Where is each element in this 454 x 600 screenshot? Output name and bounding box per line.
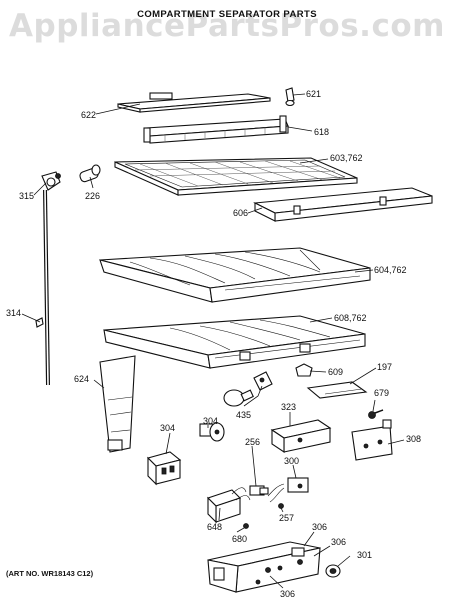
part-624-panel (99, 355, 136, 453)
callout-679: 679 (374, 388, 389, 398)
diagram-title: COMPARTMENT SEPARATOR PARTS (137, 9, 317, 20)
part-608-separator (103, 315, 366, 369)
part-435-socket (253, 371, 273, 391)
part-304-switch-left (146, 451, 182, 486)
callout-306-top: 306 (312, 522, 327, 532)
part-257-screw (278, 503, 284, 509)
part-435-bulb (223, 389, 254, 407)
callout-624: 624 (74, 374, 89, 384)
part-256-connector (249, 485, 269, 496)
part-306-console (207, 541, 321, 593)
callout-609: 609 (328, 367, 343, 377)
part-301-knob (325, 564, 341, 578)
part-603-shelf (114, 157, 358, 196)
part-609-grommet (295, 363, 313, 377)
part-604-separator (99, 247, 371, 303)
part-300-connector (267, 477, 309, 503)
part-680-screw (243, 523, 249, 529)
callout-labels: 621 622 618 603,762 315 226 606 604,762 … (6, 89, 421, 599)
callout-621: 621 (306, 89, 321, 99)
callout-306-right: 306 (331, 537, 346, 547)
callout-304-left: 304 (160, 423, 175, 433)
part-308-bracket (351, 419, 393, 461)
callout-304-right: 304 (203, 416, 218, 426)
part-618-housing (143, 115, 289, 144)
callout-197: 197 (377, 362, 392, 372)
leader-lines (21, 93, 405, 589)
part-621-knob (285, 87, 295, 107)
callout-306-bottom: 306 (280, 589, 295, 599)
part-197-harness (306, 381, 368, 399)
callout-603-762: 603,762 (330, 153, 363, 163)
callout-308: 308 (406, 434, 421, 444)
callout-622: 622 (81, 110, 96, 120)
callout-680: 680 (232, 534, 247, 544)
part-314-rod (35, 189, 50, 386)
part-304-switch-right (199, 422, 225, 442)
callout-648: 648 (207, 522, 222, 532)
callout-314: 314 (6, 308, 21, 318)
part-315-bracket (41, 171, 61, 191)
part-323-housing (270, 419, 332, 454)
callout-608-762: 608,762 (334, 313, 367, 323)
callout-300: 300 (284, 456, 299, 466)
callout-226: 226 (85, 191, 100, 201)
callout-315: 315 (19, 191, 34, 201)
part-606-rail (253, 187, 433, 222)
callout-323: 323 (281, 402, 296, 412)
part-226-plug (79, 164, 101, 183)
callout-604-762: 604,762 (374, 265, 407, 275)
callout-301: 301 (357, 550, 372, 560)
part-648-thermostat (206, 487, 251, 524)
callout-257: 257 (279, 513, 294, 523)
callout-256: 256 (245, 437, 260, 447)
callout-618: 618 (314, 127, 329, 137)
art-number: (ART NO. WR18143 C12) (6, 569, 94, 578)
callout-435: 435 (236, 410, 251, 420)
part-679-screw (368, 409, 384, 419)
part-622-cover (117, 92, 271, 113)
callout-606: 606 (233, 208, 248, 218)
